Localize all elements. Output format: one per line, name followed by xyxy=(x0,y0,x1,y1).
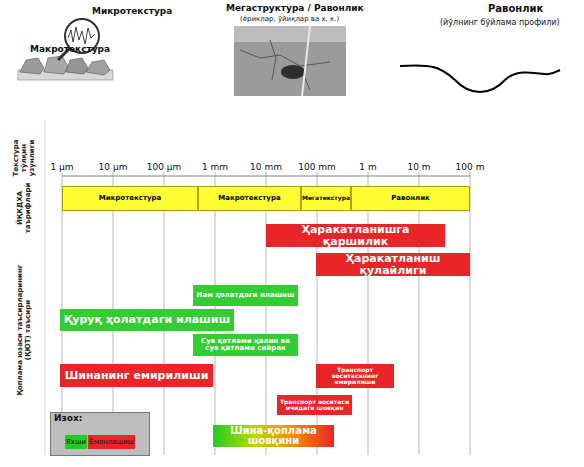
node-text: Макротекстура xyxy=(218,195,280,202)
node-text: Транспорт воситаси ичидаги шовқин xyxy=(279,399,350,412)
legend-text: Яхши xyxy=(66,438,86,446)
node-text: Транспорт воситасининг емирилиши xyxy=(318,367,392,386)
tick-label: 1 m xyxy=(359,162,376,172)
effect-bar: Сув қатлами қалин ва сув қатлами сийрак xyxy=(193,334,298,356)
tick-label: 10 m xyxy=(407,162,430,172)
tick-label: 100 µm xyxy=(147,162,182,172)
legend-swatch: Ёмонлашиш xyxy=(88,435,135,449)
node-text: Ҳаракатланишга қаршилик xyxy=(268,224,443,247)
illustration-label: Мегаструктура / Равонлик xyxy=(226,3,364,13)
road-marking xyxy=(302,26,310,96)
legend-title: Изох: xyxy=(54,413,82,423)
band: Мегатекстура xyxy=(301,186,351,211)
illustration-label: Равонлик xyxy=(488,3,543,14)
node-text: Сув қатлами қалин ва сув қатлами сийрак xyxy=(195,338,296,353)
band: Равонлик xyxy=(351,186,470,211)
aggregate-stone xyxy=(20,58,44,74)
illustration-label: (йўлнинг бўйлама профили) xyxy=(440,18,560,27)
effect-bar: Ҳаракатланишга қаршилик xyxy=(266,224,445,247)
tick-label: 10 µm xyxy=(99,162,128,172)
effect-bar: Транспорт воситаси ичидаги шовқин xyxy=(277,395,352,415)
aggregate-stone xyxy=(86,60,110,75)
legend-gradient: ЯхшиЁмонлашиш xyxy=(65,435,135,449)
node-text: Мегатекстура xyxy=(302,195,350,201)
pothole xyxy=(281,65,305,79)
band: Макротекстура xyxy=(198,186,301,211)
axis-title: Текстура тўлқин узунлиги xyxy=(12,128,36,188)
node-text: Нам ҳолатдаги илашиш xyxy=(197,292,295,299)
band: Микротекстура xyxy=(62,186,198,211)
road-photo xyxy=(234,26,346,96)
profile-curve xyxy=(400,65,560,92)
node-text: Қуруқ ҳолатдаги илашиш xyxy=(64,314,230,326)
crack xyxy=(240,40,330,90)
axis-title: ЙҚКДХА таърифлари xyxy=(16,181,32,236)
tick-label: 1 mm xyxy=(202,162,228,172)
effect-bar: Шина-қоплама шовқини xyxy=(213,425,334,447)
node-text: Шинанинг емирилиши xyxy=(65,370,209,382)
separator xyxy=(45,120,46,455)
node-text: Шина-қоплама шовқини xyxy=(215,426,332,447)
micro-profile xyxy=(68,27,95,44)
illustration-label: Микротекстура xyxy=(92,6,172,16)
tick-label: 100 mm xyxy=(298,162,336,172)
effect-bar: Шинанинг емирилиши xyxy=(60,364,213,387)
axis-title: Қоплама юзаси таъсирларининг (ҚЮТ) таъси… xyxy=(16,255,32,405)
aggregate-stone xyxy=(66,58,88,74)
node-text: Ҳаракатланиш қулайлиги xyxy=(318,253,468,276)
effect-bar: Қуруқ ҳолатдаги илашиш xyxy=(60,309,234,331)
effect-bar: Ҳаракатланиш қулайлиги xyxy=(316,253,470,276)
aggregate-stone xyxy=(44,56,68,74)
tick-label: 100 m xyxy=(456,162,485,172)
road-photo xyxy=(234,26,346,42)
tick-label: 10 mm xyxy=(250,162,282,172)
legend-swatch: Яхши xyxy=(65,435,87,449)
effect-bar: Транспорт воситасининг емирилиши xyxy=(316,364,394,388)
illustration-label: Макротекстура xyxy=(30,44,110,54)
legend-text: Ёмонлашиш xyxy=(89,438,134,446)
tick-label: 1 µm xyxy=(50,162,73,172)
node-text: Равонлик xyxy=(391,195,430,202)
effect-bar: Нам ҳолатдаги илашиш xyxy=(193,285,298,306)
node-text: Микротекстура xyxy=(99,195,162,202)
illustration-label: (ёриклар, ўйиқлар ва х. к.) xyxy=(240,15,339,23)
